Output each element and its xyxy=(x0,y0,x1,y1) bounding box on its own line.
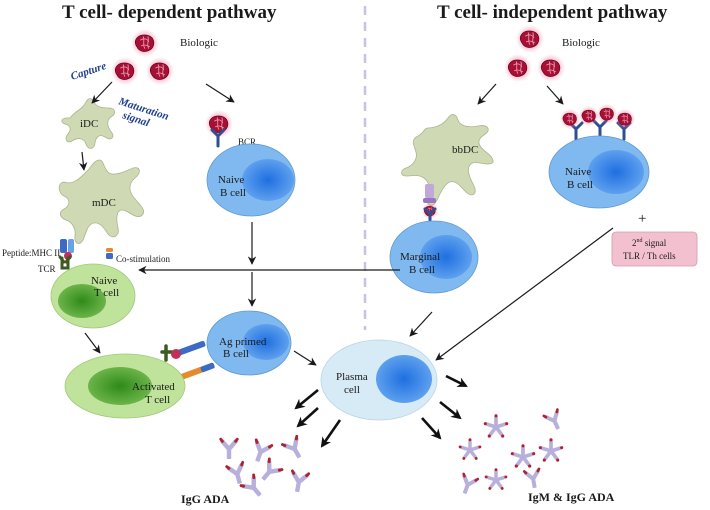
title-t-cell-dependent: T cell- dependent pathway xyxy=(62,2,277,23)
mdc-cell xyxy=(58,159,145,244)
naive-b-cell-right-nucleus xyxy=(588,150,644,194)
bbdc-label: bbDC xyxy=(452,144,478,156)
plasma-label-1: Plasma xyxy=(336,371,368,383)
naive-b-cell-left-nucleus xyxy=(242,159,294,201)
arrow-biologic-to-bbdc xyxy=(477,83,497,105)
bcr-cluster-right xyxy=(559,103,636,141)
arrow-plasma-to-igg-3 xyxy=(320,419,342,448)
second-signal-line2: TLR / Th cells xyxy=(623,251,676,261)
ag-primed-b-cell-nucleus xyxy=(243,324,289,360)
arrow-plasma-to-igg-1 xyxy=(294,388,319,410)
naive-t-cell-label-2: T cell xyxy=(94,287,119,299)
igm-igg-ada-antibodies xyxy=(455,407,567,497)
marginal-label-2: B cell xyxy=(409,264,435,276)
tcr-receptor xyxy=(58,255,72,270)
naive-t-cell-label-1: Naive xyxy=(91,275,117,287)
naive-t-cell-nucleus xyxy=(58,284,106,318)
peptide-mhc-complex xyxy=(60,239,74,260)
igg-ada-antibodies xyxy=(221,436,309,500)
mdc-label: mDC xyxy=(92,197,116,209)
naive-b-cell-right-label-1: Naive xyxy=(565,166,591,178)
biologic-cluster-right xyxy=(503,24,566,83)
biologic-label-left: Biologic xyxy=(180,37,218,49)
arrow-biologic-to-b-cell xyxy=(205,83,235,103)
capture-label: Capture xyxy=(69,60,108,83)
second-signal-number: 2 xyxy=(632,238,637,248)
naive-b-cell-right-label-2: B cell xyxy=(567,179,593,191)
second-signal-word: signal xyxy=(643,238,667,248)
peptide-mhc-label: Peptide:MHC II xyxy=(2,248,60,258)
tcr-label: TCR xyxy=(38,264,56,274)
biologic-label-right: Biologic xyxy=(562,37,600,49)
arrow-marginal-to-plasma xyxy=(409,311,433,337)
title-t-cell-independent: T cell- independent pathway xyxy=(437,2,668,23)
plasma-label-2: cell xyxy=(344,384,360,396)
arrow-plasma-to-igm-1 xyxy=(445,374,468,388)
igg-ada-label: IgG ADA xyxy=(181,492,230,506)
arrow-idc-to-mdc xyxy=(78,151,88,171)
plus-sign: + xyxy=(638,211,646,227)
marginal-b-cell-nucleus xyxy=(420,235,472,279)
bcr-receptor xyxy=(210,128,226,148)
activated-label-2: T cell xyxy=(145,394,170,406)
arrow-plasma-to-igg-2 xyxy=(296,407,319,428)
bbdc-cell xyxy=(401,114,494,206)
activated-t-cell-nucleus xyxy=(88,367,152,405)
idc-label: iDC xyxy=(80,118,98,130)
igm-igg-ada-label: IgM & IgG ADA xyxy=(528,490,615,504)
arrow-biologic-to-idc xyxy=(91,81,113,104)
arrow-naive-t-to-activated xyxy=(84,332,101,354)
biologic-cluster-left xyxy=(110,28,175,86)
second-signal-superscript: nd xyxy=(637,238,643,244)
ag-primed-label-1: Ag primed xyxy=(219,336,267,348)
bbdc-receptor xyxy=(421,184,439,222)
arrow-plasma-to-igm-3 xyxy=(421,417,442,440)
co-stimulation-label: Co-stimulation xyxy=(116,254,171,264)
arrow-plasma-to-igm-2 xyxy=(439,400,462,420)
b-t-synapse xyxy=(160,340,215,381)
co-stimulation-molecule xyxy=(106,248,113,259)
activated-label-1: Activated xyxy=(132,381,175,393)
arrow-ag-primed-to-plasma xyxy=(293,350,317,366)
second-signal-label: 2nd signal xyxy=(632,238,667,248)
marginal-label-1: Marginal xyxy=(400,251,440,263)
ag-primed-label-2: B cell xyxy=(223,348,249,360)
plasma-cell-nucleus xyxy=(376,355,432,403)
naive-b-cell-left-label-1: Naive xyxy=(218,174,244,186)
arrow-signal-to-plasma xyxy=(435,227,614,361)
bcr-label: BCR xyxy=(238,137,256,147)
naive-b-cell-left-label-2: B cell xyxy=(220,187,246,199)
second-signal-box xyxy=(611,231,698,267)
pathway-arrows xyxy=(78,81,614,448)
arrow-biologic-to-naive-b-right xyxy=(546,85,564,105)
